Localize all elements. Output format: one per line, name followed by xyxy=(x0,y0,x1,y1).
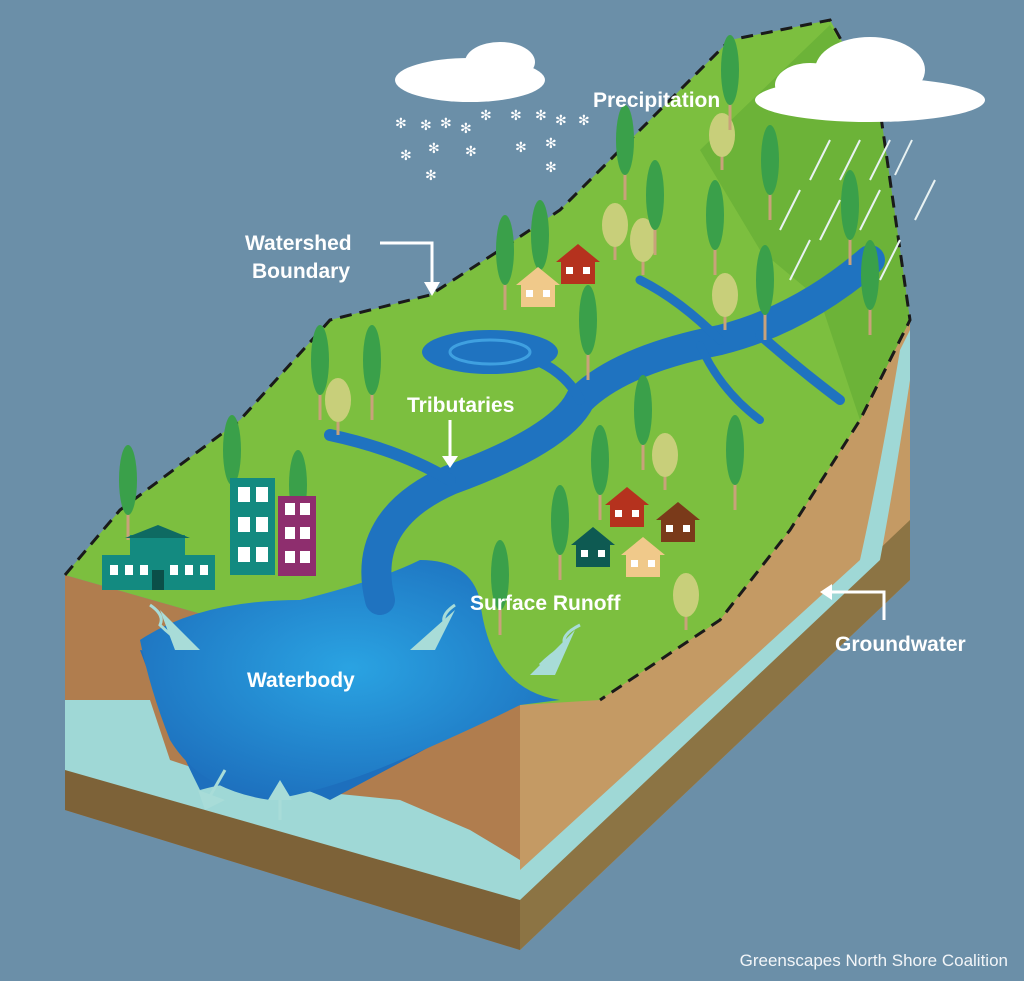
label-watershed-boundary-2: Boundary xyxy=(252,260,350,283)
tree-icon xyxy=(119,445,137,540)
label-groundwater: Groundwater xyxy=(835,633,966,656)
svg-text:✻: ✻ xyxy=(425,168,437,184)
apartment-building-icon xyxy=(230,478,275,575)
house-icon xyxy=(621,537,665,577)
tree-icon xyxy=(721,35,739,130)
tree-icon xyxy=(531,200,549,295)
svg-text:✻: ✻ xyxy=(480,108,492,124)
svg-text:✻: ✻ xyxy=(555,113,567,129)
svg-text:✻: ✻ xyxy=(535,108,547,124)
label-surface-runoff: Surface Runoff xyxy=(470,592,622,615)
svg-text:✻: ✻ xyxy=(428,141,440,157)
trees xyxy=(119,35,879,635)
credit-text: Greenscapes North Shore Coalition xyxy=(739,951,1008,970)
tree-icon xyxy=(311,325,329,420)
apartment-building-icon xyxy=(278,496,316,576)
label-watershed-boundary-1: Watershed xyxy=(245,232,352,255)
tree-icon xyxy=(841,170,859,265)
cloud-icon xyxy=(395,42,545,102)
tree-icon xyxy=(496,215,514,310)
tributaries xyxy=(324,245,885,615)
svg-text:✻: ✻ xyxy=(395,116,407,132)
tree-icon xyxy=(756,245,774,340)
tree-icon xyxy=(363,325,381,420)
tree-icon xyxy=(491,540,509,635)
tree-icon xyxy=(579,285,597,380)
tree-icon xyxy=(712,273,738,330)
tree-icon xyxy=(673,573,699,630)
rain-icon xyxy=(779,139,936,281)
school-building-icon xyxy=(102,525,215,590)
svg-text:✻: ✻ xyxy=(578,113,590,129)
tree-icon xyxy=(634,375,652,470)
tree-icon xyxy=(616,105,634,200)
house-icon xyxy=(571,527,615,567)
tree-icon xyxy=(630,218,656,275)
waterbody xyxy=(140,560,560,800)
house-icon xyxy=(605,487,649,527)
house-icon xyxy=(556,244,600,284)
house-icon xyxy=(656,502,700,542)
cloud-icon xyxy=(755,37,985,122)
label-waterbody: Waterbody xyxy=(247,669,355,692)
svg-text:✻: ✻ xyxy=(510,108,522,124)
groundwater-layer xyxy=(520,330,910,900)
tree-icon xyxy=(652,433,678,490)
tree-icon xyxy=(761,125,779,220)
watershed-boundary-line xyxy=(63,18,912,702)
tree-icon xyxy=(861,240,879,335)
svg-text:✻: ✻ xyxy=(400,148,412,164)
tree-icon xyxy=(726,415,744,510)
label-precipitation: Precipitation xyxy=(593,89,720,112)
tree-icon xyxy=(591,425,609,520)
svg-text:✻: ✻ xyxy=(460,121,472,137)
tree-icon xyxy=(551,485,569,580)
svg-text:✻: ✻ xyxy=(515,140,527,156)
callout-arrows xyxy=(380,241,886,620)
house-icon xyxy=(516,267,560,307)
tree-icon xyxy=(223,415,241,510)
pond xyxy=(422,330,558,374)
tree-icon xyxy=(325,378,351,435)
tree-icon xyxy=(602,203,628,260)
svg-text:✻: ✻ xyxy=(545,136,557,152)
tree-icon xyxy=(646,160,664,255)
svg-text:✻: ✻ xyxy=(440,116,452,132)
snow-icon: ✻✻✻✻✻ ✻✻✻✻ ✻✻✻✻✻✻✻ xyxy=(395,108,590,184)
svg-text:✻: ✻ xyxy=(420,118,432,134)
svg-text:✻: ✻ xyxy=(545,160,557,176)
houses xyxy=(516,244,700,577)
tree-icon xyxy=(706,180,724,275)
label-tributaries: Tributaries xyxy=(407,394,514,417)
svg-text:✻: ✻ xyxy=(465,144,477,160)
